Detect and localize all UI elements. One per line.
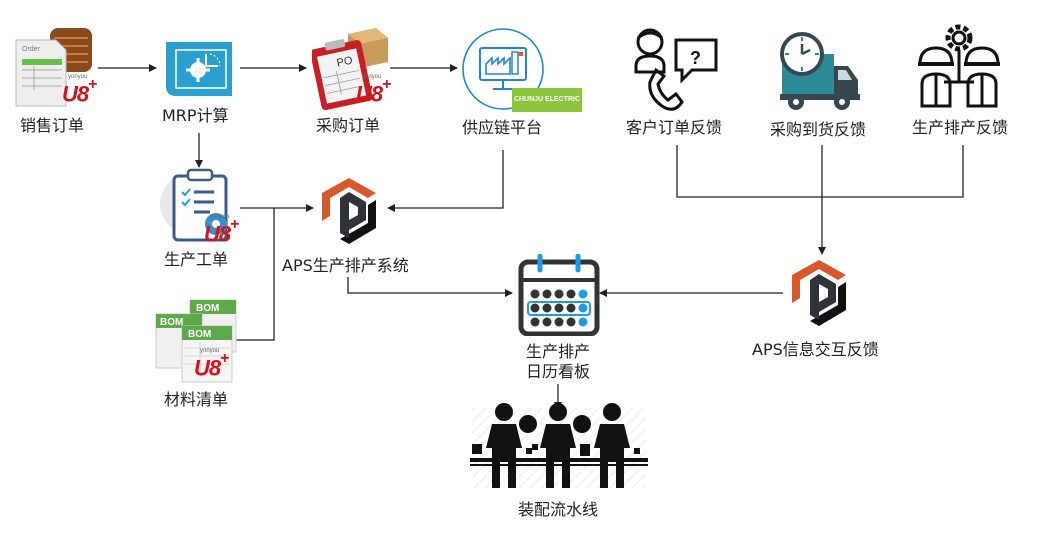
- svg-text:BOM: BOM: [188, 329, 211, 340]
- node-aps-system: [318, 176, 380, 246]
- label-supply-chain: 供应链平台: [462, 118, 543, 137]
- workers-gear-icon: [918, 24, 1000, 108]
- question-mark-bubble: ?: [690, 48, 701, 68]
- node-mrp: [162, 38, 238, 100]
- node-supply-chain: CHUNJU ELECTRIC: [460, 26, 584, 116]
- node-aps-feedback: [788, 258, 850, 328]
- node-assembly: [470, 400, 648, 490]
- work-order-clipboard-icon: [160, 168, 228, 242]
- order-doc-text: Order: [22, 46, 41, 53]
- customer-call-icon: ?: [634, 28, 718, 111]
- edge-platform-to-aps: [387, 150, 504, 212]
- node-customer-feedback: ?: [630, 26, 720, 112]
- svg-text:BOM: BOM: [160, 317, 183, 328]
- mrp-blueprint-icon: [166, 42, 232, 96]
- label-schedule-feedback: 生产排产反馈: [912, 118, 1009, 137]
- edge-feedback-bus: [676, 145, 964, 198]
- bom-sheet-text: BOM: [196, 303, 219, 314]
- calendar-board-icon: [518, 253, 600, 337]
- delivery-truck-clock-icon: [780, 32, 860, 110]
- node-calendar: [518, 253, 600, 337]
- label-calendar-line1: 生产排产: [526, 342, 591, 361]
- label-aps-feedback: APS信息交互反馈: [752, 340, 879, 359]
- sales-order-icon: Order: [15, 28, 92, 107]
- purchase-order-icon: PO: [310, 28, 388, 111]
- label-bom: 材料清单: [164, 390, 229, 409]
- aps-feedback-logo-icon: [792, 260, 846, 326]
- label-sales-order: 销售订单: [20, 116, 85, 135]
- label-customer-feedback: 客户订单反馈: [626, 118, 723, 137]
- label-assembly: 装配流水线: [518, 500, 599, 519]
- chunju-electric-logo: CHUNJU ELECTRIC: [512, 88, 582, 112]
- assembly-line-workers-icon: [470, 403, 648, 488]
- label-calendar-line2: 日历看板: [526, 362, 591, 381]
- po-doc-text: PO: [336, 54, 354, 69]
- node-arrival-feedback: [776, 32, 862, 112]
- label-arrival-feedback: 采购到货反馈: [770, 120, 867, 139]
- label-mrp: MRP计算: [162, 106, 229, 125]
- bom-sheets-icon: BOM BOM BOM: [155, 299, 237, 383]
- label-aps-system: APS生产排产系统: [282, 256, 409, 275]
- label-purchase-order: 采购订单: [316, 116, 381, 135]
- node-schedule-feedback: [916, 22, 1002, 112]
- edge-bom-to-aps: [236, 208, 275, 341]
- edge-aps-to-calendar: [347, 277, 513, 297]
- aps-logo-icon: [322, 178, 376, 244]
- label-production-order: 生产工单: [164, 250, 229, 269]
